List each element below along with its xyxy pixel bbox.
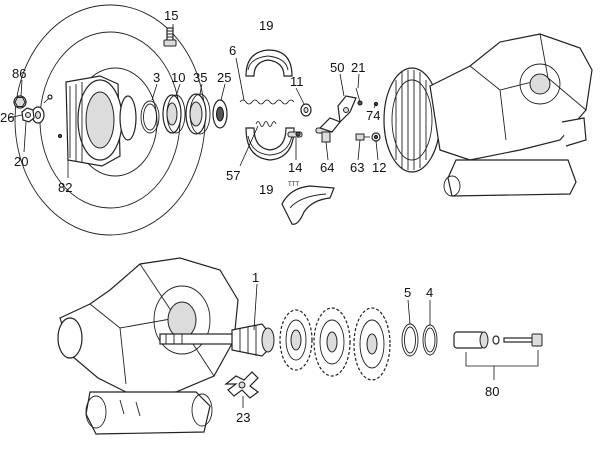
bearing-25 [212, 99, 228, 129]
callout-80: 80 [485, 384, 499, 399]
seal-35 [185, 93, 211, 135]
cross-23 [224, 371, 259, 399]
retainer-clip: TTT [281, 182, 335, 225]
backing-plate [383, 67, 441, 173]
circlip-3 [140, 100, 160, 134]
callout-25: 25 [217, 70, 231, 85]
nut-20 [21, 107, 35, 123]
callout-1: 1 [252, 270, 259, 285]
callout-35: 35 [193, 70, 207, 85]
callout-15: 15 [164, 8, 178, 23]
gear-2 [313, 307, 351, 377]
small-pin [57, 133, 63, 139]
callout-63: 63 [350, 160, 364, 175]
spring-6 [239, 99, 295, 105]
callout-21: 21 [351, 60, 365, 75]
bearing-10 [162, 94, 186, 134]
callout-20: 20 [14, 154, 28, 169]
callout-5: 5 [404, 285, 411, 300]
gearbox-housing-bottom [57, 257, 239, 435]
pin-21-head [357, 100, 363, 106]
circlip-4 [422, 324, 438, 356]
swingarm-housing-top [429, 33, 593, 197]
sleeve-80 [453, 331, 489, 349]
callout-82: 82 [58, 180, 72, 195]
leader-lines [7, 24, 539, 408]
callout-26: 26 [0, 110, 14, 125]
ring-5 [401, 323, 419, 357]
callout-3: 3 [153, 70, 160, 85]
gear-3 [353, 307, 391, 381]
callout-11: 11 [290, 74, 304, 89]
callout-4: 4 [426, 285, 433, 300]
spring-57 [255, 121, 277, 127]
clip-mark-text: TTT [288, 182, 299, 188]
callout-19-lower: 19 [259, 182, 273, 197]
washer-11 [300, 103, 312, 117]
bolt-63 [355, 133, 370, 141]
cotter-pin [43, 94, 53, 104]
hub-nut-86 [13, 95, 27, 109]
bolt-80 [503, 333, 543, 347]
washer-80 [492, 335, 500, 345]
callout-19-upper: 19 [259, 18, 273, 33]
callout-6: 6 [229, 43, 236, 58]
callout-57: 57 [226, 168, 240, 183]
callout-10: 10 [171, 70, 185, 85]
bolt-15 [163, 27, 177, 47]
callout-12: 12 [372, 160, 386, 175]
callout-labels: 15 19 6 86 3 10 35 25 11 50 21 74 26 20 … [0, 8, 499, 425]
brake-shoe-upper-19 [245, 49, 293, 77]
callout-14: 14 [288, 160, 302, 175]
callout-23: 23 [236, 410, 250, 425]
callout-86: 86 [12, 66, 26, 81]
main-shaft-1 [159, 323, 275, 357]
drum-hub-82 [65, 75, 137, 167]
pin-21 [355, 87, 361, 103]
nut-12 [371, 132, 381, 142]
cam-lever-50 [337, 95, 357, 124]
brake-shoe-lower-19 [245, 127, 295, 161]
washer-26 [31, 106, 45, 124]
gear-1 [279, 309, 313, 371]
callout-50: 50 [330, 60, 344, 75]
callout-64: 64 [320, 160, 334, 175]
callout-74: 74 [366, 108, 380, 123]
